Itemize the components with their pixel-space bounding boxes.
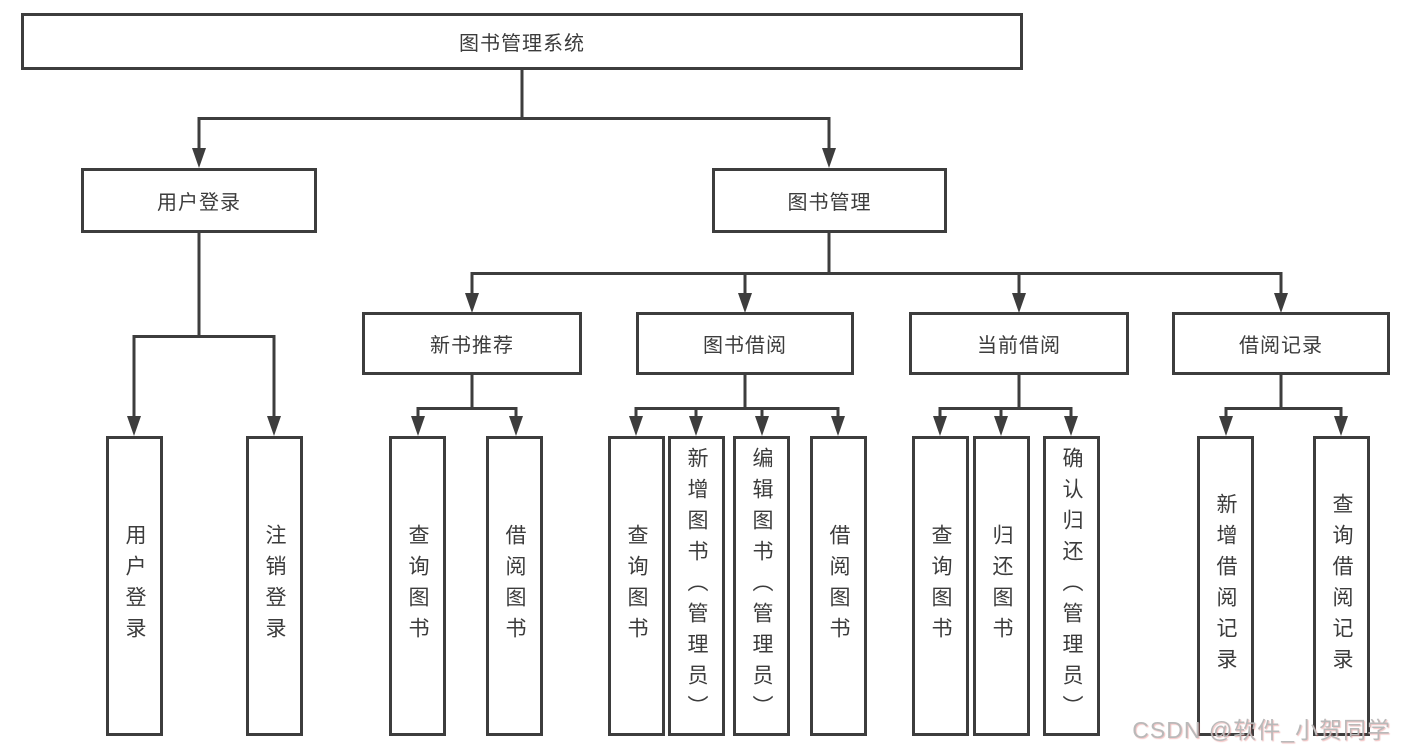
connector-records-split xyxy=(1224,407,1343,418)
connector-root-horizontal xyxy=(197,117,831,150)
leaf-query-books-2: 查询图书 xyxy=(608,436,665,736)
leaf-label: 查询借阅记录 xyxy=(1330,493,1353,679)
node-current-borrowing: 当前借阅 xyxy=(909,312,1129,375)
leaf-return-books: 归还图书 xyxy=(973,436,1030,736)
leaf-label: 注销登录 xyxy=(263,524,286,648)
leaf-logout: 注销登录 xyxy=(246,436,303,736)
node-label: 图书管理 xyxy=(787,192,872,214)
leaf-edit-book-admin: 编辑图书（管理员） xyxy=(733,436,790,736)
leaf-query-books-3: 查询图书 xyxy=(912,436,969,736)
node-book-borrowing: 图书借阅 xyxy=(636,312,854,375)
leaf-label: 用户登录 xyxy=(123,524,146,648)
connector-user-login-split xyxy=(132,335,276,418)
leaf-label: 借阅图书 xyxy=(503,524,526,648)
node-book-management: 图书管理 xyxy=(712,168,947,233)
node-new-book-recommendation: 新书推荐 xyxy=(362,312,582,375)
node-library-management-system: 图书管理系统 xyxy=(21,13,1023,70)
node-borrowing-records: 借阅记录 xyxy=(1172,312,1390,375)
node-label: 新书推荐 xyxy=(430,335,514,357)
leaf-label: 查询图书 xyxy=(406,524,429,648)
leaf-label: 新增图书（管理员） xyxy=(685,446,708,726)
connector-book-management-split xyxy=(470,272,1283,295)
leaf-user-login: 用户登录 xyxy=(106,436,163,736)
leaf-label: 新增借阅记录 xyxy=(1214,493,1237,679)
leaf-borrow-books-1: 借阅图书 xyxy=(486,436,543,736)
leaf-label: 查询图书 xyxy=(929,524,952,648)
connector-borrowing-split xyxy=(634,407,840,418)
connector-newbook-split xyxy=(416,407,518,418)
node-label: 用户登录 xyxy=(157,192,241,214)
node-label: 当前借阅 xyxy=(977,335,1061,357)
leaf-label: 归还图书 xyxy=(990,524,1013,648)
connector-current-split xyxy=(938,407,1073,418)
leaf-query-borrow-record: 查询借阅记录 xyxy=(1313,436,1370,736)
node-label: 图书管理系统 xyxy=(459,33,585,55)
leaf-label: 确认归还（管理员） xyxy=(1060,446,1083,726)
leaf-label: 编辑图书（管理员） xyxy=(750,446,773,726)
csdn-watermark: CSDN @软件_小贺同学 xyxy=(1132,717,1391,743)
node-label: 借阅记录 xyxy=(1239,335,1323,357)
leaf-add-book-admin: 新增图书（管理员） xyxy=(668,436,725,736)
leaf-confirm-return-admin: 确认归还（管理员） xyxy=(1043,436,1100,736)
leaf-borrow-books-2: 借阅图书 xyxy=(810,436,867,736)
leaf-add-borrow-record: 新增借阅记录 xyxy=(1197,436,1254,736)
leaf-label: 借阅图书 xyxy=(827,524,850,648)
leaf-query-books-1: 查询图书 xyxy=(389,436,446,736)
node-label: 图书借阅 xyxy=(703,335,787,357)
leaf-label: 查询图书 xyxy=(625,524,648,648)
node-user-login: 用户登录 xyxy=(81,168,317,233)
